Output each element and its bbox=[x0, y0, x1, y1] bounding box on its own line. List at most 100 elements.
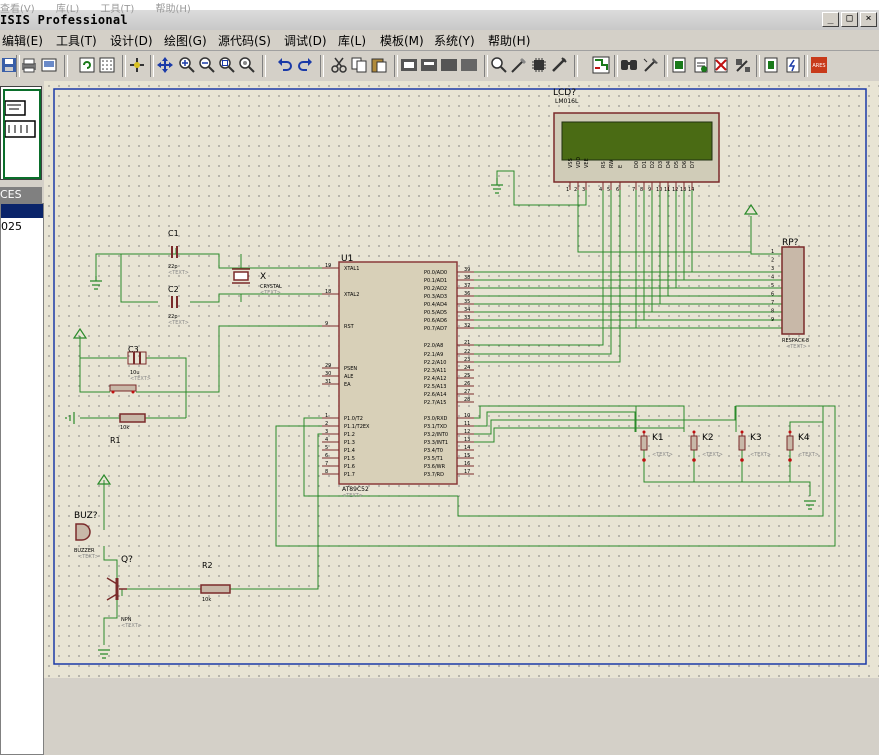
bom-icon[interactable] bbox=[734, 56, 752, 74]
device-list[interactable]: 025 bbox=[0, 203, 44, 755]
crystal-text: <TEXT> bbox=[260, 290, 281, 296]
ground-icon bbox=[90, 280, 102, 290]
pan-icon[interactable] bbox=[156, 56, 174, 74]
print-setup-icon[interactable] bbox=[40, 56, 58, 74]
menu-debug[interactable]: 调试(D) bbox=[284, 34, 327, 48]
capacitor-c2[interactable]: C2 22p <TEXT> bbox=[168, 285, 189, 326]
pick-device-icon[interactable] bbox=[490, 56, 508, 74]
zoom-in-icon[interactable] bbox=[178, 56, 196, 74]
minimize-button[interactable]: _ bbox=[822, 12, 839, 27]
netlist-icon[interactable] bbox=[762, 56, 780, 74]
make-device-icon[interactable] bbox=[510, 56, 528, 74]
device-list-item[interactable]: 025 bbox=[1, 220, 22, 233]
undo-icon[interactable] bbox=[276, 56, 294, 74]
device-list-selected-item[interactable] bbox=[1, 204, 43, 218]
mcu-pin-label: P2.4/A12 bbox=[424, 376, 446, 382]
ground-icon bbox=[804, 500, 816, 510]
lcd-pin-number: 8 bbox=[640, 187, 643, 193]
lcd-pin-number: 3 bbox=[582, 187, 585, 193]
menu-system[interactable]: 系统(Y) bbox=[434, 34, 475, 48]
resistor-r2[interactable]: R2 10k bbox=[200, 561, 231, 603]
c1-ref: C1 bbox=[168, 229, 179, 238]
exit-sheet-icon[interactable] bbox=[712, 56, 730, 74]
block-copy-icon[interactable] bbox=[400, 56, 418, 74]
power-icon bbox=[96, 473, 112, 485]
mcu-pin-number: 38 bbox=[464, 275, 470, 281]
mcu-pin-number: 24 bbox=[464, 365, 470, 371]
remove-sheet-icon[interactable] bbox=[692, 56, 710, 74]
key-switch-k4[interactable]: K4<TEXT> bbox=[786, 430, 819, 462]
capacitor-c3[interactable]: C3 10u <TEXT> bbox=[127, 345, 151, 382]
menu-tools[interactable]: 工具(T) bbox=[56, 34, 97, 48]
buzzer[interactable]: BUZ? BUZZER <TEXT> bbox=[74, 511, 99, 560]
refresh-icon[interactable] bbox=[78, 56, 96, 74]
menu-edit[interactable]: 编辑(E) bbox=[2, 34, 43, 48]
reset-button-switch[interactable] bbox=[109, 384, 137, 394]
package-icon[interactable] bbox=[530, 56, 548, 74]
close-button[interactable]: × bbox=[860, 12, 877, 27]
transistor-ref: Q? bbox=[121, 555, 133, 565]
cut-icon[interactable] bbox=[330, 56, 348, 74]
new-sheet-icon[interactable] bbox=[670, 56, 688, 74]
mcu-pin-number: 26 bbox=[464, 381, 470, 387]
mcu-pin-label: P1.2 bbox=[344, 432, 355, 438]
key-switch-k1[interactable]: K1<TEXT> bbox=[640, 430, 673, 462]
menu-template[interactable]: 模板(M) bbox=[380, 34, 424, 48]
overview-window[interactable] bbox=[0, 86, 42, 180]
key-text: <TEXT> bbox=[798, 452, 819, 458]
rp-pin-number: 7 bbox=[771, 300, 774, 306]
capacitor-c1[interactable]: C1 22p <TEXT> bbox=[168, 229, 189, 276]
lcd-module[interactable]: LCD? LM016L VSS1VDD2VEE3RS4RW5E6D07D18D2… bbox=[553, 88, 720, 193]
ghost-menu-item: 查看(V) bbox=[0, 4, 35, 15]
property-assign-icon[interactable] bbox=[642, 56, 660, 74]
maximize-button[interactable]: □ bbox=[841, 12, 858, 27]
rp-pin-number: 3 bbox=[771, 266, 774, 272]
block-delete-icon[interactable] bbox=[460, 56, 478, 74]
mcu-pin-label: P0.3/AD3 bbox=[424, 294, 447, 300]
origin-icon[interactable] bbox=[128, 56, 146, 74]
lcd-pin-label: RS bbox=[601, 161, 607, 168]
key-switch-k3[interactable]: K3<TEXT> bbox=[738, 430, 771, 462]
block-move-icon[interactable] bbox=[420, 56, 438, 74]
paste-icon[interactable] bbox=[370, 56, 388, 74]
menu-graph[interactable]: 绘图(G) bbox=[164, 34, 207, 48]
resistor-r1[interactable]: 10k R1 bbox=[110, 413, 146, 445]
c2-ref: C2 bbox=[168, 285, 179, 294]
block-rotate-icon[interactable] bbox=[440, 56, 458, 74]
grid-icon[interactable] bbox=[98, 56, 116, 74]
key-switch-k2[interactable]: K2<TEXT> bbox=[690, 430, 723, 462]
decompose-icon[interactable] bbox=[550, 56, 568, 74]
menu-bar: 编辑(E) 工具(T) 设计(D) 绘图(G) 源代码(S) 调试(D) 库(L… bbox=[0, 30, 879, 51]
rp-pin-number: 4 bbox=[771, 275, 774, 281]
c3-ref: C3 bbox=[128, 345, 139, 354]
menu-design[interactable]: 设计(D) bbox=[110, 34, 153, 48]
mcu-pin-number: 13 bbox=[464, 437, 470, 443]
lcd-pin-label: D1 bbox=[642, 161, 648, 168]
print-icon[interactable] bbox=[20, 56, 38, 74]
wire-autorouter-icon[interactable] bbox=[592, 56, 610, 74]
ares-icon[interactable]: ARES bbox=[810, 56, 828, 74]
transistor-q[interactable]: Q? NPN <TEXT> bbox=[106, 555, 142, 629]
rp-pin-number: 2 bbox=[771, 258, 774, 264]
zoom-out-icon[interactable] bbox=[198, 56, 216, 74]
zoom-all-icon[interactable] bbox=[218, 56, 236, 74]
mcu-pin-number: 4 bbox=[325, 437, 328, 443]
menu-library[interactable]: 库(L) bbox=[338, 34, 367, 48]
redo-icon[interactable] bbox=[296, 56, 314, 74]
menu-help[interactable]: 帮助(H) bbox=[488, 34, 531, 48]
lcd-pin-label: D5 bbox=[674, 161, 680, 168]
save-icon[interactable] bbox=[0, 56, 18, 74]
menu-source[interactable]: 源代码(S) bbox=[218, 34, 271, 48]
copy-icon[interactable] bbox=[350, 56, 368, 74]
search-icon[interactable] bbox=[620, 56, 638, 74]
devices-header: CES bbox=[0, 187, 42, 203]
mcu-pin-number: 15 bbox=[464, 453, 470, 459]
mcu-pin-number: 16 bbox=[464, 461, 470, 467]
electrical-rule-check-icon[interactable] bbox=[784, 56, 802, 74]
zoom-area-icon[interactable] bbox=[238, 56, 256, 74]
lcd-pin-label: D3 bbox=[658, 161, 664, 168]
crystal-x[interactable]: X CRYSTAL <TEXT> bbox=[232, 268, 282, 296]
